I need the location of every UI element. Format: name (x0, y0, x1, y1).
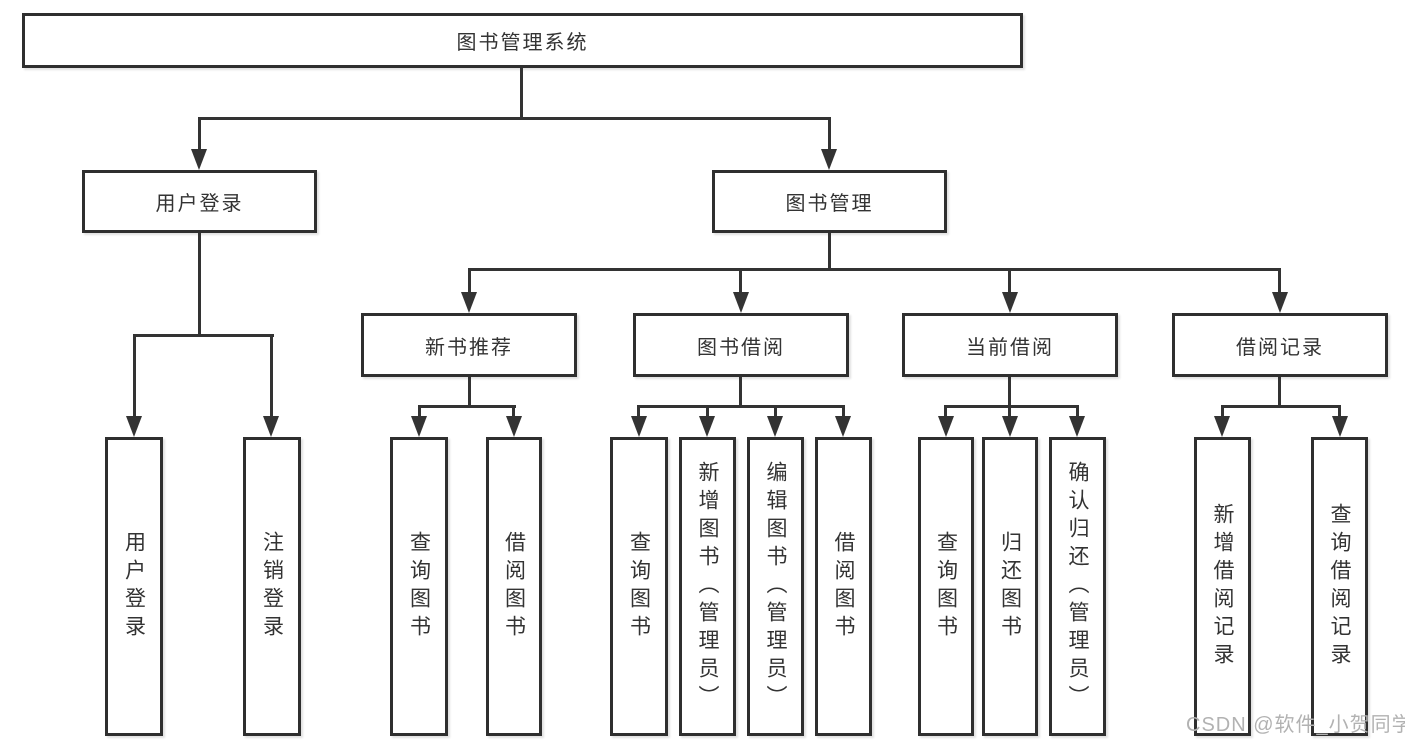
leaf-query-borrow-record: 查询借阅记录 (1311, 437, 1368, 736)
node-book-management-label: 图书管理 (785, 193, 874, 215)
leaf-add-books-admin-label: 新增图书（管理员） (696, 460, 719, 713)
connector-new-book-bus (418, 405, 516, 408)
leaf-logout: 注销登录 (243, 437, 301, 736)
connector-records-trunk (1278, 377, 1281, 407)
node-user-login: 用户登录 (82, 170, 317, 233)
connector-user-login-trunk (198, 233, 201, 335)
leaf-borrow-books-label: 借阅图书 (832, 530, 855, 643)
leaf-return-books-label: 归还图书 (998, 530, 1022, 643)
arrowhead-icon (263, 416, 279, 437)
connector-root-drop-1 (198, 117, 201, 149)
node-current-borrowing: 当前借阅 (902, 313, 1118, 377)
connector-user-login-drop-2 (270, 334, 273, 417)
leaf-borrow-books: 借阅图书 (815, 437, 872, 736)
leaf-edit-books-admin-label: 编辑图书（管理员） (764, 460, 787, 713)
arrowhead-icon (1272, 292, 1288, 313)
connector-borrowing-drop-1 (637, 405, 640, 417)
leaf-logout-label: 注销登录 (260, 530, 284, 643)
connector-borrowing-drop-4 (842, 405, 845, 417)
leaf-query-books-current: 查询图书 (918, 437, 974, 736)
node-current-borrowing-label: 当前借阅 (966, 336, 1054, 359)
arrowhead-icon (938, 416, 954, 437)
connector-book-mgmt-drop-4 (1278, 268, 1281, 293)
connector-current-drop-3 (1076, 405, 1079, 417)
arrowhead-icon (506, 416, 522, 437)
connector-root-bus (198, 117, 831, 120)
node-root-label: 图书管理系统 (456, 32, 589, 54)
connector-book-mgmt-bus (468, 268, 1281, 271)
connector-book-mgmt-drop-2 (739, 268, 742, 293)
node-borrowing-records-label: 借阅记录 (1236, 336, 1324, 359)
arrowhead-icon (699, 416, 715, 437)
connector-book-mgmt-trunk (828, 233, 831, 271)
connector-user-login-drop-1 (133, 334, 136, 417)
leaf-query-books-borrowing-label: 查询图书 (627, 530, 651, 643)
connector-new-book-trunk (468, 377, 471, 407)
leaf-borrow-books-recommend-label: 借阅图书 (502, 530, 526, 643)
node-new-book-recommend: 新书推荐 (361, 313, 577, 377)
leaf-user-login-label: 用户登录 (122, 530, 146, 643)
leaf-return-books: 归还图书 (982, 437, 1038, 736)
connector-records-drop-2 (1338, 405, 1341, 417)
connector-root-trunk (520, 68, 523, 118)
leaf-confirm-return-admin-label: 确认归还（管理员） (1066, 460, 1089, 713)
arrowhead-icon (1069, 416, 1085, 437)
leaf-add-books-admin: 新增图书（管理员） (679, 437, 736, 736)
node-book-borrowing-label: 图书借阅 (697, 336, 785, 359)
leaf-query-borrow-record-label: 查询借阅记录 (1328, 502, 1351, 671)
arrowhead-icon (1002, 416, 1018, 437)
arrowhead-icon (1214, 416, 1230, 437)
connector-book-mgmt-drop-3 (1008, 268, 1011, 293)
connector-user-login-bus (133, 334, 274, 337)
leaf-query-books-borrowing: 查询图书 (610, 437, 668, 736)
leaf-borrow-books-recommend: 借阅图书 (486, 437, 542, 736)
node-new-book-recommend-label: 新书推荐 (425, 336, 513, 359)
connector-current-trunk (1008, 377, 1011, 407)
node-book-management: 图书管理 (712, 170, 947, 233)
leaf-confirm-return-admin: 确认归还（管理员） (1049, 437, 1106, 736)
leaf-edit-books-admin: 编辑图书（管理员） (747, 437, 804, 736)
arrowhead-icon (461, 292, 477, 313)
connector-records-drop-1 (1221, 405, 1224, 417)
leaf-query-books-recommend: 查询图书 (390, 437, 448, 736)
leaf-add-borrow-record-label: 新增借阅记录 (1211, 502, 1234, 671)
leaf-add-borrow-record: 新增借阅记录 (1194, 437, 1251, 736)
connector-borrowing-drop-2 (706, 405, 709, 417)
arrowhead-icon (411, 416, 427, 437)
connector-borrowing-bus (637, 405, 845, 408)
arrowhead-icon (631, 416, 647, 437)
connector-current-drop-1 (944, 405, 947, 417)
node-root: 图书管理系统 (22, 13, 1023, 68)
connector-borrowing-drop-3 (774, 405, 777, 417)
arrowhead-icon (821, 149, 837, 170)
node-user-login-label: 用户登录 (155, 193, 244, 215)
arrowhead-icon (767, 416, 783, 437)
leaf-user-login: 用户登录 (105, 437, 163, 736)
connector-new-book-drop-2 (512, 405, 515, 417)
connector-new-book-drop-1 (418, 405, 421, 417)
connector-current-drop-2 (1008, 405, 1011, 417)
connector-current-bus (944, 405, 1079, 408)
leaf-query-books-current-label: 查询图书 (934, 530, 958, 643)
connector-root-drop-2 (828, 117, 831, 149)
arrowhead-icon (835, 416, 851, 437)
connector-book-mgmt-drop-1 (468, 268, 471, 293)
watermark: CSDN @软件_小贺同学 (1186, 714, 1405, 736)
connector-borrowing-trunk (739, 377, 742, 407)
arrowhead-icon (191, 149, 207, 170)
leaf-query-books-recommend-label: 查询图书 (407, 530, 431, 643)
arrowhead-icon (126, 416, 142, 437)
node-book-borrowing: 图书借阅 (633, 313, 849, 377)
connector-records-bus (1221, 405, 1341, 408)
arrowhead-icon (1002, 292, 1018, 313)
arrowhead-icon (733, 292, 749, 313)
arrowhead-icon (1332, 416, 1348, 437)
node-borrowing-records: 借阅记录 (1172, 313, 1388, 377)
